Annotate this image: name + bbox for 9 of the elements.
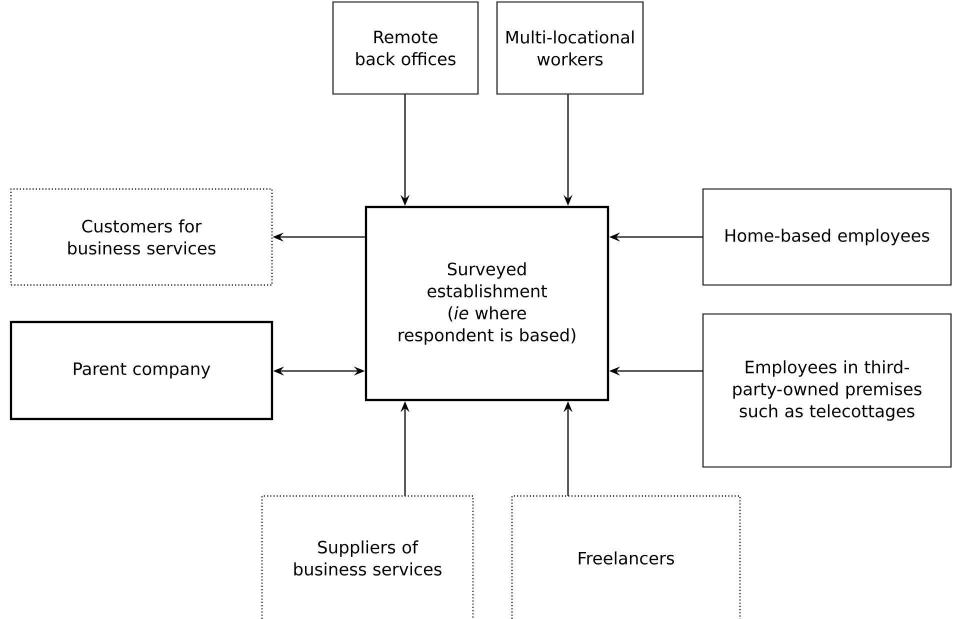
dotted-box: Freelancers — [511, 495, 741, 619]
box: Home-based employees — [702, 188, 952, 286]
dotted-box: Suppliers of business services — [261, 495, 474, 619]
box: Multi-locational workers — [496, 1, 644, 95]
dotted-box: Customers for business services — [10, 188, 273, 286]
box: Employees in third-party-owned premises such as telecottages — [702, 313, 952, 468]
box: Parent company — [10, 320, 274, 420]
box: Remote back offices — [332, 1, 479, 95]
box: Surveyed establishment (ie where respondent is based) — [364, 206, 610, 402]
